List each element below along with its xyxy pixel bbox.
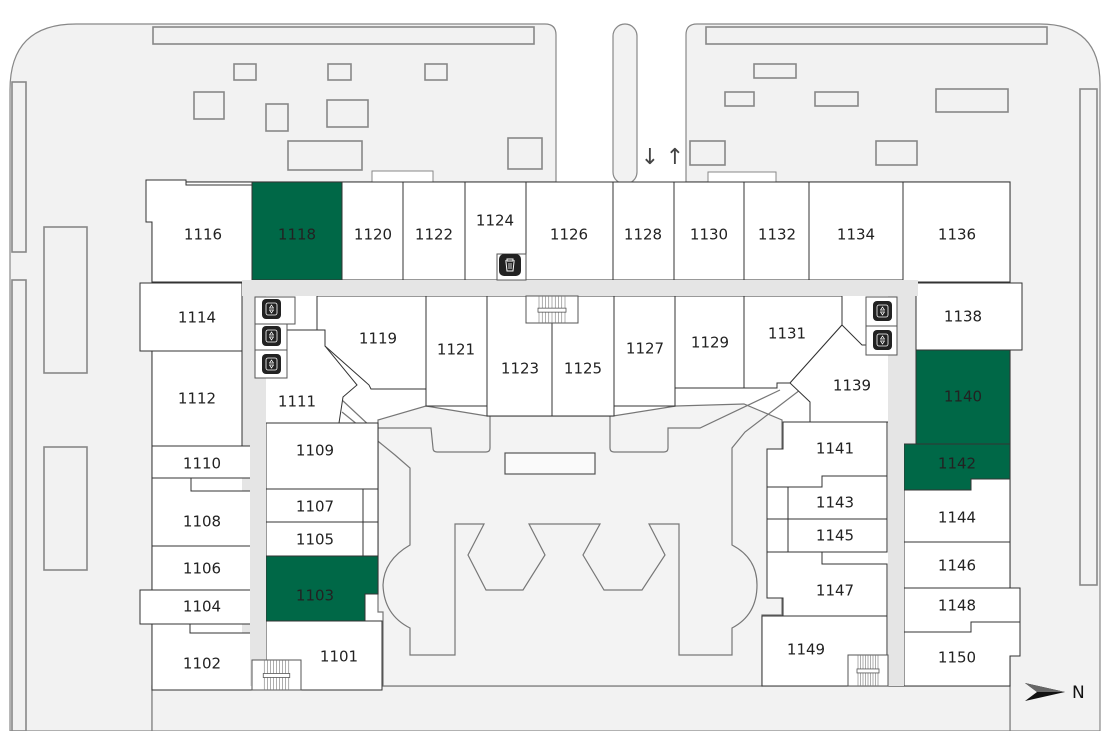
unit-1110[interactable] [151,445,253,479]
unit-label-1148[interactable]: 1148 [938,597,976,615]
unit-label-1102[interactable]: 1102 [183,655,221,673]
site-ground-south [151,685,1011,731]
unit-label-1109[interactable]: 1109 [296,442,334,460]
unit-label-1131[interactable]: 1131 [768,325,806,343]
courtyard-paths [341,389,801,656]
unit-label-1147[interactable]: 1147 [816,582,854,600]
stairs-icon [525,295,579,324]
unit-1132[interactable] [743,181,810,281]
unit-label-1144[interactable]: 1144 [938,509,976,527]
unit-label-1112[interactable]: 1112 [178,390,216,408]
unit-label-1125[interactable]: 1125 [564,360,602,378]
unit-label-1122[interactable]: 1122 [415,226,453,244]
unit-1112[interactable] [151,350,243,447]
unit-1118[interactable] [251,181,343,281]
units-east [362,282,1023,687]
unit-1128[interactable] [612,181,675,281]
trash-icon[interactable] [499,254,521,276]
courtyard [377,403,783,687]
unit-label-1129[interactable]: 1129 [691,334,729,352]
unit-label-1111[interactable]: 1111 [278,393,316,411]
unit-label-1114[interactable]: 1114 [178,309,216,327]
unit-1126[interactable] [525,181,614,281]
unit-label-1101[interactable]: 1101 [320,648,358,666]
corridor-north-strip [242,280,918,296]
elevator-icon[interactable] [262,354,281,374]
unit-1122[interactable] [402,181,466,281]
unit-label-1130[interactable]: 1130 [690,226,728,244]
unit-label-1124[interactable]: 1124 [476,212,514,230]
unit-label-1116[interactable]: 1116 [184,226,222,244]
unit-label-1138[interactable]: 1138 [944,308,982,326]
unit-label-1142[interactable]: 1142 [938,455,976,473]
unit-label-1141[interactable]: 1141 [816,440,854,458]
unit-label-1110[interactable]: 1110 [183,455,221,473]
unit-label-1145[interactable]: 1145 [816,527,854,545]
unit-1109[interactable] [265,422,379,490]
unit-1131[interactable] [743,295,843,389]
unit-label-1126[interactable]: 1126 [550,226,588,244]
compass-north-label: N [1072,683,1085,703]
unit-label-1120[interactable]: 1120 [354,226,392,244]
unit-1150[interactable] [903,621,1021,687]
unit-label-1106[interactable]: 1106 [183,560,221,578]
unit-label-1132[interactable]: 1132 [758,226,796,244]
unit-1136[interactable] [902,181,1011,283]
unit-label-1107[interactable]: 1107 [296,498,334,516]
unit-1106[interactable] [151,545,253,591]
elevator-icon[interactable] [873,301,892,321]
unit-1138[interactable] [915,282,1023,351]
corridor-west-strip [250,296,266,686]
units-west [139,282,383,691]
unit-1121[interactable] [425,295,488,407]
unit-label-1146[interactable]: 1146 [938,557,976,575]
unit-label-1128[interactable]: 1128 [624,226,662,244]
stairs-icon [251,659,302,691]
unit-label-1105[interactable]: 1105 [296,531,334,549]
unit-1127[interactable] [613,295,676,407]
unit-label-1118[interactable]: 1118 [278,226,316,244]
unit-label-1103[interactable]: 1103 [296,587,334,605]
unit-label-1150[interactable]: 1150 [938,649,976,667]
unit-1120[interactable] [341,181,404,281]
unit-label-1119[interactable]: 1119 [359,330,397,348]
traffic-arrow-up-icon: ↑ [666,145,684,170]
unit-label-1127[interactable]: 1127 [626,340,664,358]
unit-label-1108[interactable]: 1108 [183,513,221,531]
unit-label-1139[interactable]: 1139 [833,377,871,395]
unit-1104[interactable] [139,589,253,625]
elevator-icon[interactable] [262,299,281,319]
unit-label-1136[interactable]: 1136 [938,226,976,244]
units-top-row [145,179,1011,283]
elevator-icon[interactable] [262,326,281,346]
unit-label-1121[interactable]: 1121 [437,341,475,359]
unit-label-1140[interactable]: 1140 [944,388,982,406]
unit-1130[interactable] [673,181,745,281]
unit-1140[interactable] [915,349,1011,445]
unit-1146[interactable] [903,541,1011,589]
outbuildings [11,26,1098,731]
north-arrow-icon [1025,683,1065,701]
unit-label-1123[interactable]: 1123 [501,360,539,378]
unit-label-1104[interactable]: 1104 [183,598,221,616]
corridor-east-strip [888,296,904,686]
driveway-median [612,23,638,185]
unit-1105[interactable] [265,521,379,557]
unit-label-1143[interactable]: 1143 [816,494,854,512]
unit-label-1149[interactable]: 1149 [787,641,825,659]
elevator-icon[interactable] [873,330,892,350]
unit-label-1134[interactable]: 1134 [837,226,875,244]
stairs-icon [847,654,889,687]
unit-1107[interactable] [265,488,379,523]
unit-1145[interactable] [766,518,888,553]
traffic-arrow-down-icon: ↓ [641,145,659,170]
